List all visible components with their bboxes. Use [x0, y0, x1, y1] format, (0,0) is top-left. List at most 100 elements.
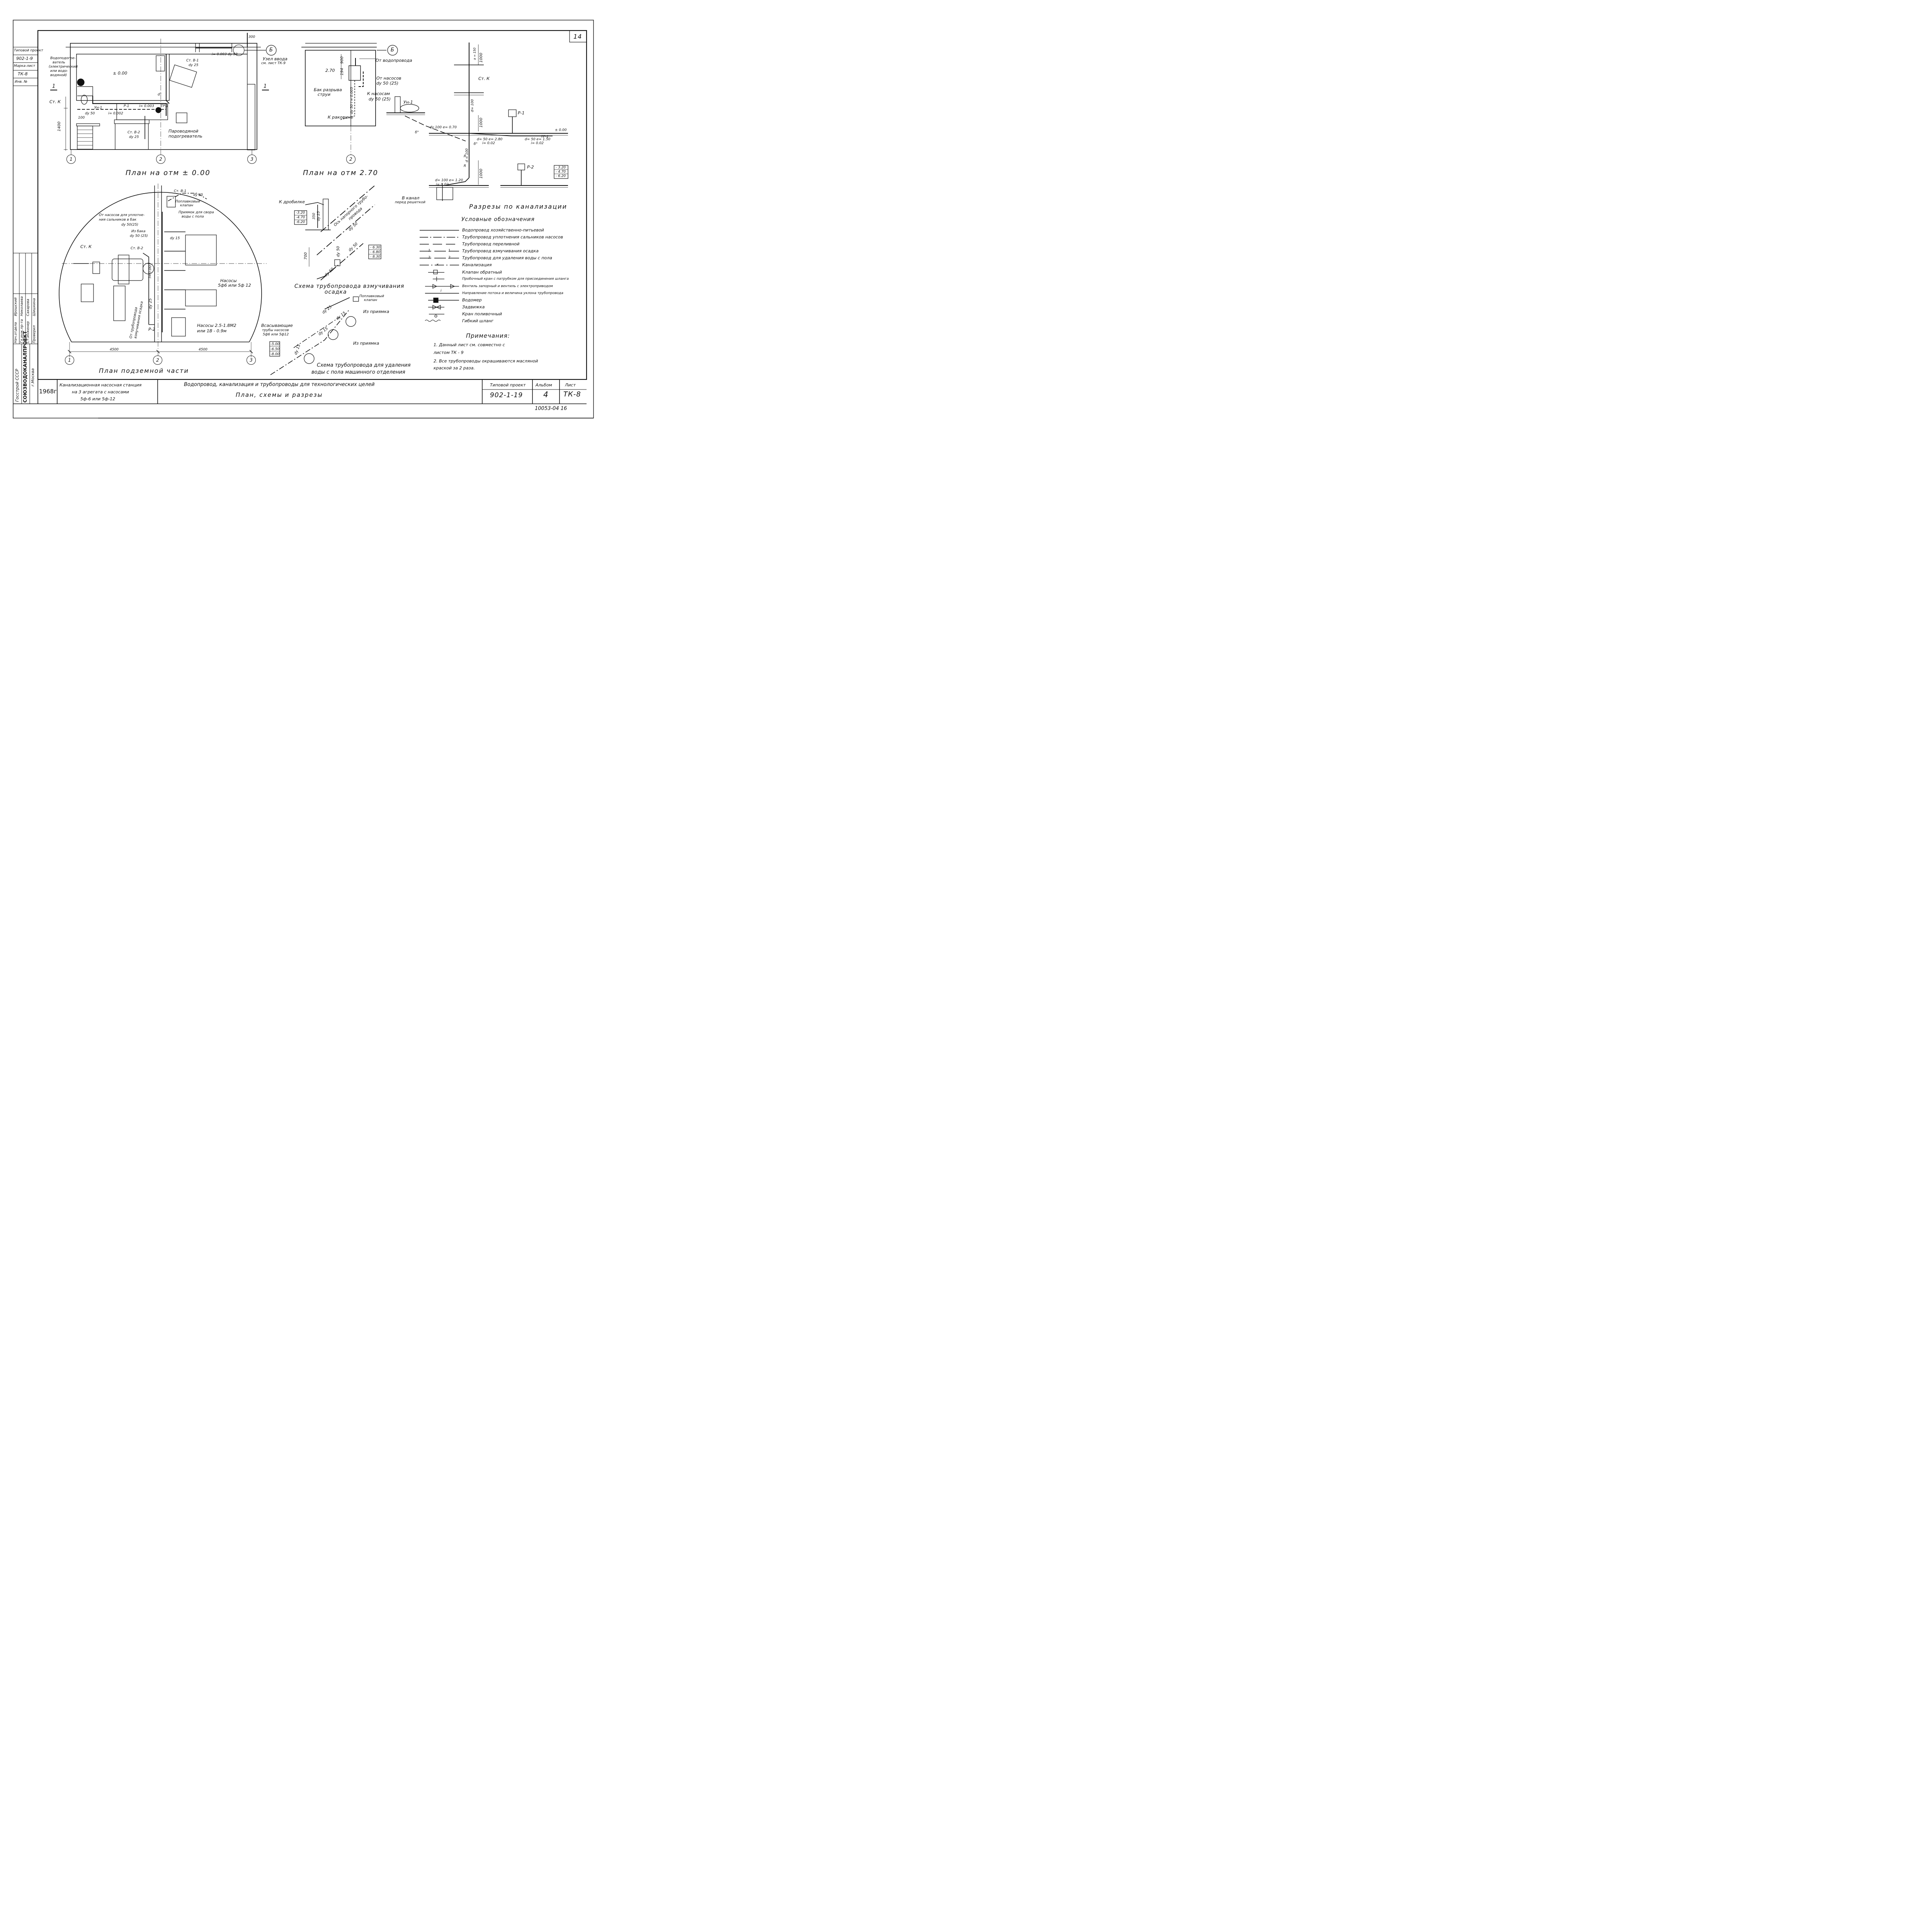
- plan1-300: 300: [248, 35, 255, 39]
- legend-item-9: Вентиль запорный и вентиль с электроприв…: [462, 284, 553, 288]
- sec-d1000a: 1000: [479, 53, 483, 63]
- s1-to-drill: К дробилке: [279, 199, 305, 204]
- plan1-dy25b: dy 25: [129, 135, 139, 139]
- legend-item-10: Направление потока и величина уклона тру…: [462, 291, 563, 295]
- legend-item-2: Трубопровод уплотнения сальников насосов: [462, 235, 563, 240]
- sec-seg1: d= 50 e= 2.80: [477, 138, 503, 141]
- plan1-node-ref: см. лист ТК-9: [261, 61, 286, 65]
- legend-item-11: Водомер: [462, 298, 482, 303]
- plan1-dy50: dy 50: [85, 112, 95, 116]
- plan2-vert-pipe: dy 50 i = 0.003: [350, 87, 354, 114]
- s2-lv2: -6.50: [270, 347, 280, 351]
- people-name-1: Ирошский: [14, 297, 18, 316]
- title-block: [13, 379, 587, 404]
- tb-year: 1968г: [39, 388, 57, 395]
- plan3-axis-2: 2: [153, 355, 162, 365]
- legend-item-5: Трубопровод для удаления воды с пола: [462, 255, 553, 260]
- plan2-axis-2: 2: [346, 155, 355, 164]
- p3-seal-2: ния сальников в бак: [99, 218, 137, 222]
- p3-d4500b: 4500: [199, 348, 207, 352]
- sec-d1000b: 1000: [479, 117, 483, 128]
- p3-seal: От насосов для уплотне-: [99, 213, 145, 217]
- plan2-from-water: От водопровода: [376, 58, 412, 63]
- s2-lv1: -5.00: [270, 342, 280, 346]
- tb-project: 902-1-19: [490, 391, 523, 399]
- p3-pumps-3: Насосы 2.5-1.8М2: [197, 323, 236, 328]
- plan1-heater-2: подогреватель: [168, 134, 202, 139]
- stamp-project-label: Типовой проект: [14, 49, 43, 53]
- s1-lv2-3: - 8.30: [370, 255, 381, 259]
- legend-item-3: Трубопровод переливной: [462, 242, 520, 247]
- plan1-slope1: i= 0.003 dy 50: [212, 53, 238, 56]
- s2-lv3: -8.00: [270, 352, 280, 356]
- p3-seal-3: dy 50(25): [121, 223, 138, 227]
- legend-mark-2b: 2: [448, 256, 451, 260]
- sec-seg3: d= 100 e= 1.20: [435, 179, 463, 182]
- sec-tr1: ТР-1: [541, 135, 549, 139]
- sec-r1: R: [464, 155, 466, 158]
- plan-1-drawing: [50, 33, 277, 155]
- sec-lv3: - 6.20: [556, 174, 566, 178]
- s1-d350: 350: [312, 213, 316, 219]
- sec-seg3i: i= 0.02: [436, 183, 449, 187]
- sec-seg2i: i= 0.02: [531, 141, 544, 145]
- plan1-slope2: i= 0.002: [108, 112, 123, 116]
- legend-mark-1: 1: [428, 249, 430, 253]
- plan2-title: План на отм 2.70: [303, 169, 378, 177]
- legend-item-13: Кран поливочный: [462, 311, 502, 316]
- legend-item-7: Клапан обратный: [462, 270, 502, 275]
- legend-mark-i: i: [440, 289, 442, 293]
- sections-title: Разрезы по канализации: [469, 203, 567, 210]
- plan2-dy50-25: dy 50 (25): [376, 81, 399, 86]
- plan1-elev: ± 0.00: [113, 71, 128, 76]
- s2-suction-3: 5ф6 или 5ф12: [263, 333, 289, 337]
- plan1-axis-2: 2: [156, 155, 165, 164]
- scheme2-title-2: воды с пола машинного отделения: [311, 369, 405, 375]
- sec-lv1: - 3.20: [556, 166, 566, 170]
- footer-code: 10053-04 16: [535, 406, 567, 412]
- p3-p2: Р-2: [148, 327, 155, 332]
- plan3-axis-3: 3: [247, 355, 256, 365]
- s1-lv2: -4.70: [296, 216, 305, 219]
- sec-d100: d= 100: [471, 99, 474, 112]
- scheme-2-drawing: [269, 296, 359, 375]
- p3-pit: Приямок для свора: [179, 211, 214, 214]
- tb-object-1: Канализационная насосная станция: [60, 383, 142, 388]
- sec-dy100: dy 100 e= 0.70: [430, 126, 457, 129]
- s1-dy25: dy 25: [317, 211, 321, 221]
- stamp-mark: ТК-8: [18, 71, 28, 77]
- heater-label-2: ватель: [53, 61, 65, 65]
- sec-b-mark: б°: [415, 131, 419, 134]
- sec-b2: б°: [474, 142, 478, 146]
- scheme2-title: Схема трубопровода для удаления: [317, 362, 411, 368]
- s2-from-pit: Из приямка: [363, 309, 389, 314]
- tb-album: 4: [543, 390, 549, 399]
- legend-item-4: Трубопровод взмучивания осадка: [462, 248, 539, 253]
- heater-label-4: или водо-: [50, 69, 68, 73]
- plan1-cut-mark: 1: [52, 83, 56, 89]
- drawing-sheet: [13, 20, 594, 418]
- plan-3-drawing: [59, 184, 267, 357]
- sec-elev0: ± 0.00: [555, 128, 567, 132]
- legend-mark-k: к: [437, 263, 439, 267]
- p3-d4500a: 4500: [110, 348, 119, 352]
- tb-sheet-label: Лист: [565, 383, 576, 388]
- sec-seg2: d= 50 e= 1.50: [525, 138, 551, 141]
- legend-item-8: Пробочный кран с патрубком для присоедин…: [462, 277, 569, 281]
- s2-suction: Всасывающие: [261, 323, 293, 328]
- org-gosstroy: Госстрой СССР: [15, 369, 20, 402]
- heater-label-3: (электрический: [49, 65, 78, 69]
- plan2-d900: 900: [340, 56, 344, 64]
- p3-slope: i=0.003: [148, 263, 152, 278]
- note-2a: 2. Все трубопроводы окрашиваются масляно…: [434, 359, 538, 364]
- p3-pumps-4: или 1В - 0.9м: [197, 328, 227, 333]
- s1-lv1: -3.20: [296, 211, 305, 215]
- p3-from-tank-2: dy 50 (25): [130, 234, 148, 238]
- s1-dy50b: dy 50: [336, 246, 340, 257]
- tb-sheet: ТК-8: [563, 390, 581, 398]
- p3-dy25: dy 25: [193, 193, 203, 197]
- plan1-un1: Ун-1: [94, 106, 102, 110]
- plan1-heater-1: Пароводяной: [168, 129, 199, 134]
- people-name-2: Николаева: [20, 296, 24, 316]
- sec-r2: R: [464, 164, 466, 168]
